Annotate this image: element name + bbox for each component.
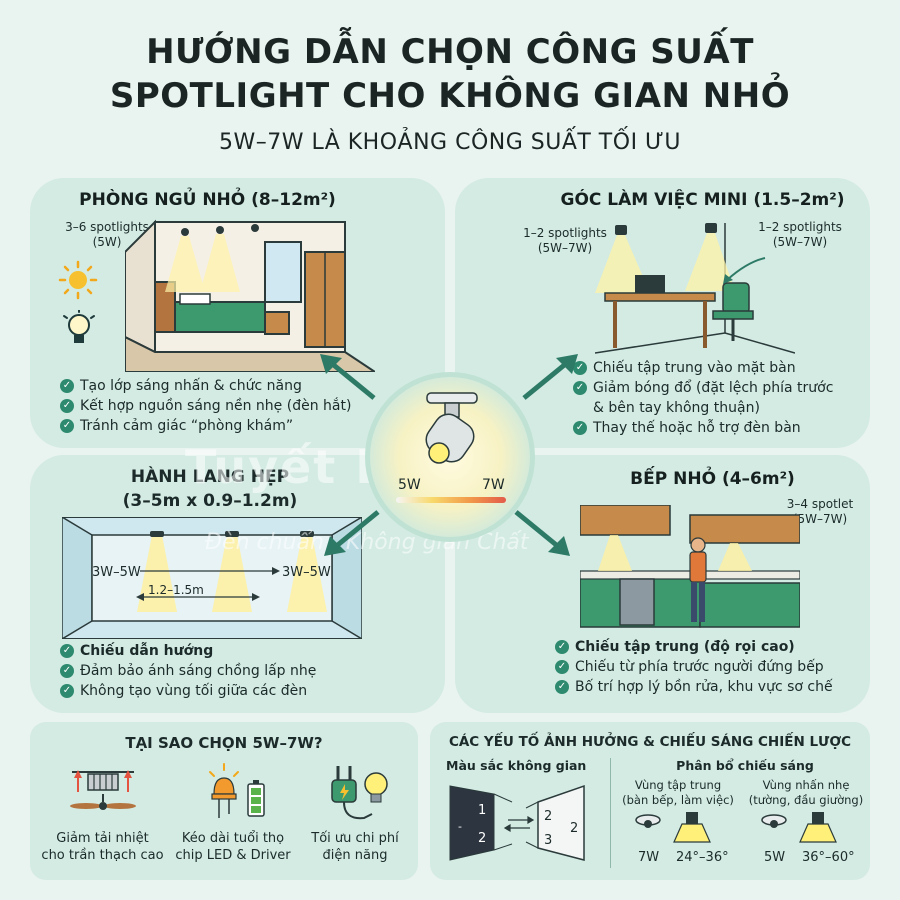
hallway-panel: HÀNH LANG HẸP (3–5m x 0.9–1.2m) 3W–5W 3W… — [30, 455, 445, 713]
check-icon: ✓ — [555, 680, 569, 694]
check-icon: ✓ — [60, 399, 74, 413]
arrow-top-right-icon — [522, 354, 578, 400]
bedroom-illustration — [125, 219, 375, 372]
kitchen-spot-label: 3–4 spotlet (5W–7W) — [786, 497, 854, 526]
why-item-cost: Tối ưu chi phí điện năng — [311, 831, 399, 863]
focus-angle: 24°–36° — [676, 850, 729, 865]
list-item: ✓Chiếu tập trung (độ rọi cao) — [555, 637, 833, 657]
workspace-illustration — [595, 223, 795, 354]
accent-power: 5W — [764, 850, 786, 865]
power-max-label: 7W — [482, 477, 505, 493]
divider — [610, 758, 611, 868]
list-item: & bên tay không thuận) — [593, 400, 760, 416]
list-item: ✓Đảm bảo ánh sáng chồng lấp nhẹ — [60, 661, 316, 681]
power-range-bar — [396, 497, 506, 503]
list-item: ✓Thay thế hoặc hỗ trợ đèn bàn — [573, 418, 833, 438]
check-icon: ✓ — [555, 640, 569, 654]
sun-icon — [58, 260, 98, 300]
bedroom-bullets: ✓Tạo lớp sáng nhấn & chức năng ✓Kết hợp … — [60, 376, 351, 436]
workspace-panel: GÓC LÀM VIỆC MINI (1.5–2m²) 1–2 spotligh… — [455, 178, 870, 448]
bedroom-spot-label: 3–6 spotlights (5W) — [65, 220, 149, 249]
why-title: TẠI SAO CHỌN 5W–7W? — [125, 734, 323, 752]
lightbulb-icon — [63, 310, 95, 343]
workspace-spot-label-left: 1–2 spotlights (5W–7W) — [523, 226, 607, 255]
dark-panel-number: - — [458, 820, 462, 833]
list-item: ✓Giảm bóng đổ (đặt lệch phía trước — [573, 378, 833, 398]
check-icon: ✓ — [60, 644, 74, 658]
light-panel-number: 3 — [544, 833, 552, 848]
list-item: ✓Chiếu tập trung vào mặt bàn — [573, 358, 833, 378]
workspace-bullets: ✓Chiếu tập trung vào mặt bàn ✓Giảm bóng … — [573, 358, 833, 438]
list-item: ✓Chiếu dẫn hướng — [60, 641, 316, 661]
accent-zone-label: Vùng nhấn nhẹ (tường, đầu giường) — [748, 778, 864, 807]
list-item: ✓Chiếu từ phía trước người đứng bếp — [555, 657, 833, 677]
led-battery-icon — [209, 763, 265, 818]
distribution-label: Phân bổ chiếu sáng — [676, 758, 814, 773]
list-item: ✓Kết hợp nguồn sáng nền nhẹ (đèn hắt) — [60, 396, 351, 416]
pointer-arrow-icon — [723, 257, 766, 284]
hallway-title: HÀNH LANG HẸP (3–5m x 0.9–1.2m) — [122, 467, 298, 511]
bedroom-panel: PHÒNG NGỦ NHỎ (8–12m²) 3–6 spotlights (5… — [30, 178, 445, 448]
title-line-1: HƯỚNG DẪN CHỌN CÔNG SUẤT — [146, 32, 754, 72]
dark-panel-number: 2 — [478, 831, 486, 846]
workspace-spot-label-right: 1–2 spotlights (5W–7W) — [758, 220, 842, 249]
kitchen-illustration — [580, 505, 800, 628]
accent-angle: 36°–60° — [802, 850, 855, 865]
heat-sink-fan-icon — [70, 770, 136, 810]
color-space-label: Màu sắc không gian — [446, 758, 587, 773]
why-item-heat: Giảm tải nhiệt cho trần thạch cao — [41, 831, 164, 863]
why-item-lifespan: Kéo dài tuổi thọ chip LED & Driver — [175, 831, 291, 863]
check-icon: ✓ — [60, 664, 74, 678]
bedroom-title: PHÒNG NGỦ NHỎ (8–12m²) — [79, 190, 336, 210]
accent-spotlight-icons — [761, 812, 837, 843]
page-subtitle: 5W–7W LÀ KHOẢNG CÔNG SUẤT TỐI ƯU — [218, 130, 682, 155]
center-spotlight-badge: 5W 7W — [365, 372, 535, 542]
title-line-2: SPOTLIGHT CHO KHÔNG GIAN NHỎ — [109, 76, 791, 116]
page-title: HƯỚNG DẪN CHỌN CÔNG SUẤT SPOTLIGHT CHO K… — [0, 30, 900, 118]
hallway-left-power: 3W–5W — [92, 565, 141, 580]
check-icon: ✓ — [573, 421, 587, 435]
list-item: ✓Tạo lớp sáng nhấn & chức năng — [60, 376, 351, 396]
dark-panel-number: 1 — [478, 803, 486, 818]
arrow-bottom-left-icon — [324, 510, 380, 556]
check-icon: ✓ — [60, 379, 74, 393]
focus-spotlight-icons — [635, 812, 711, 843]
check-icon: ✓ — [60, 684, 74, 698]
hallway-spacing: 1.2–1.5m — [148, 583, 204, 597]
check-icon: ✓ — [573, 381, 587, 395]
focus-zone-label: Vùng tập trung (bàn bếp, làm việc) — [622, 778, 734, 807]
list-item: ✓Không tạo vùng tối giữa các đèn — [60, 681, 316, 701]
factors-panel: CÁC YẾU TỐ ẢNH HƯỞNG & CHIẾU SÁNG CHIẾN … — [430, 722, 870, 880]
list-item: ✓Bố trí hợp lý bồn rửa, khu vực sơ chế — [555, 677, 833, 697]
workspace-title: GÓC LÀM VIỆC MINI (1.5–2m²) — [560, 190, 845, 210]
arrow-top-left-icon — [320, 354, 376, 400]
kitchen-bullets: ✓Chiếu tập trung (độ rọi cao) ✓Chiếu từ … — [555, 637, 833, 697]
kitchen-title: BẾP NHỎ (4–6m²) — [630, 469, 795, 489]
check-icon: ✓ — [60, 419, 74, 433]
hallway-illustration — [62, 517, 362, 639]
arrow-bottom-right-icon — [514, 510, 570, 556]
focus-power: 7W — [638, 850, 660, 865]
light-panel-number: 2 — [570, 821, 578, 836]
spotlight-icon — [425, 392, 478, 464]
color-space-diagram: 1 2 - 2 2 3 — [449, 784, 585, 861]
factors-title: CÁC YẾU TỐ ẢNH HƯỞNG & CHIẾU SÁNG CHIẾN … — [448, 734, 852, 750]
power-min-label: 5W — [398, 477, 421, 493]
list-item: ✓Tránh cảm giác “phòng khám” — [60, 416, 351, 436]
hallway-bullets: ✓Chiếu dẫn hướng ✓Đảm bảo ánh sáng chồng… — [60, 641, 316, 701]
why-panel: TẠI SAO CHỌN 5W–7W? Giảm tải nhiệt cho t… — [30, 722, 418, 880]
light-panel-number: 2 — [544, 809, 552, 824]
check-icon: ✓ — [555, 660, 569, 674]
hallway-right-power: 3W–5W — [282, 565, 331, 580]
check-icon: ✓ — [573, 361, 587, 375]
plug-bulb-icon — [331, 766, 388, 820]
